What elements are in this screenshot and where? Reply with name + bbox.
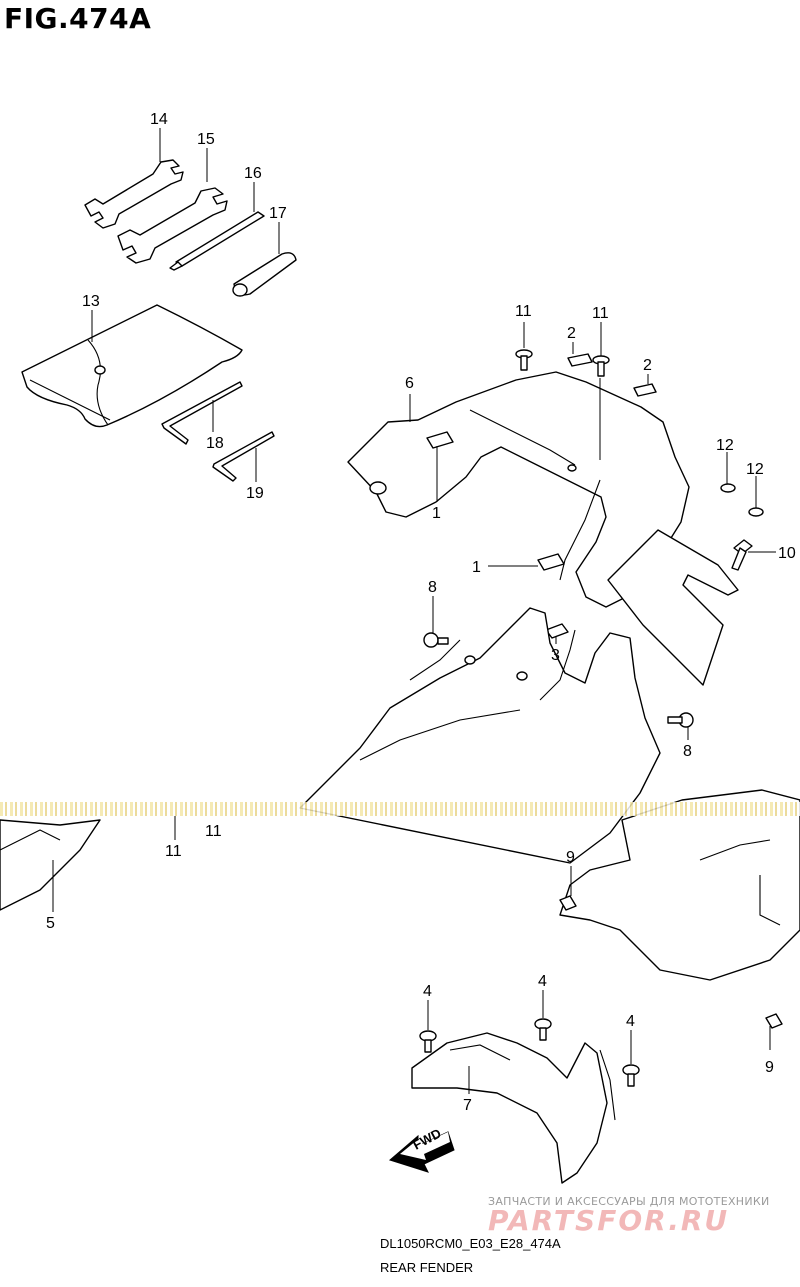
callout-19: 19	[246, 485, 264, 502]
label-sticker-2a	[567, 353, 593, 367]
callout-6: 6	[405, 375, 414, 392]
screw-11b	[592, 355, 610, 377]
bolt-4a	[419, 1030, 437, 1053]
bolt-4b	[534, 1018, 552, 1041]
callout-8-upper: 8	[428, 579, 437, 596]
label-sticker-1b	[537, 553, 565, 571]
callout-1-upper: 1	[432, 505, 441, 522]
callout-11-mid-left: 11	[165, 843, 182, 860]
callout-17: 17	[269, 205, 287, 222]
callout-1-lower: 1	[472, 559, 481, 576]
clip-9b	[765, 1013, 783, 1029]
washer-12a	[720, 483, 736, 493]
watermark-tagline: ЗАПЧАСТИ И АКСЕССУАРЫ ДЛЯ МОТОТЕХНИКИ	[488, 1195, 770, 1208]
figure-model-code: DL1050RCM0_E03_E28_474A	[380, 1236, 561, 1251]
callout-12-left: 12	[716, 437, 734, 454]
fender-left-5	[0, 819, 101, 911]
label-sticker-2b	[633, 383, 657, 397]
bolt-8a	[423, 632, 449, 648]
callout-4-left: 4	[423, 983, 432, 1000]
callout-2-right: 2	[643, 357, 652, 374]
callout-9-upper: 9	[566, 849, 575, 866]
fwd-arrow-icon: FWD	[388, 1126, 455, 1173]
screwdriver-handle-17	[232, 252, 297, 297]
figure-title: FIG.474A	[4, 2, 152, 35]
callout-16: 16	[244, 165, 262, 182]
label-sticker-1a	[426, 431, 454, 449]
hex-key-19	[212, 431, 275, 482]
callout-18: 18	[206, 435, 224, 452]
callout-7: 7	[463, 1097, 472, 1114]
scan-artifact-band	[0, 802, 800, 816]
rear-fender-lower	[299, 607, 661, 864]
callout-13: 13	[82, 293, 100, 310]
clip-9a	[559, 895, 577, 911]
figure-name: REAR FENDER	[380, 1260, 474, 1275]
callout-10: 10	[778, 545, 796, 562]
bolt-10	[731, 539, 753, 571]
callout-15: 15	[197, 131, 215, 148]
callout-11-top-left: 11	[515, 303, 532, 320]
bolt-8b	[667, 712, 694, 728]
bolt-4c	[622, 1064, 640, 1087]
callout-11-top-right: 11	[592, 305, 609, 322]
callout-3: 3	[551, 647, 560, 664]
hex-key-18	[161, 381, 243, 445]
screwdriver-16	[169, 211, 265, 271]
callout-12-right: 12	[746, 461, 764, 478]
callout-14: 14	[150, 111, 168, 128]
wrench-15	[117, 187, 228, 264]
label-sticker-3	[545, 623, 569, 639]
bracket-7	[411, 1032, 616, 1184]
tool-bag-13	[21, 304, 243, 428]
washer-12b	[748, 507, 764, 517]
wrench-14	[84, 159, 184, 229]
callout-11-mid-right: 11	[205, 823, 222, 840]
fender-extension-right	[559, 789, 800, 981]
screw-11a	[515, 349, 533, 371]
watermark-logo: PARTSFOR.RU	[488, 1204, 730, 1237]
callout-8-lower: 8	[683, 743, 692, 760]
callout-4-right: 4	[626, 1013, 635, 1030]
rear-fender-upper-6	[347, 371, 739, 686]
callout-4-middle: 4	[538, 973, 547, 990]
leader-lines	[52, 128, 776, 1094]
callout-5: 5	[46, 915, 55, 932]
callout-9-lower: 9	[765, 1059, 774, 1076]
callout-2-left: 2	[567, 325, 576, 342]
